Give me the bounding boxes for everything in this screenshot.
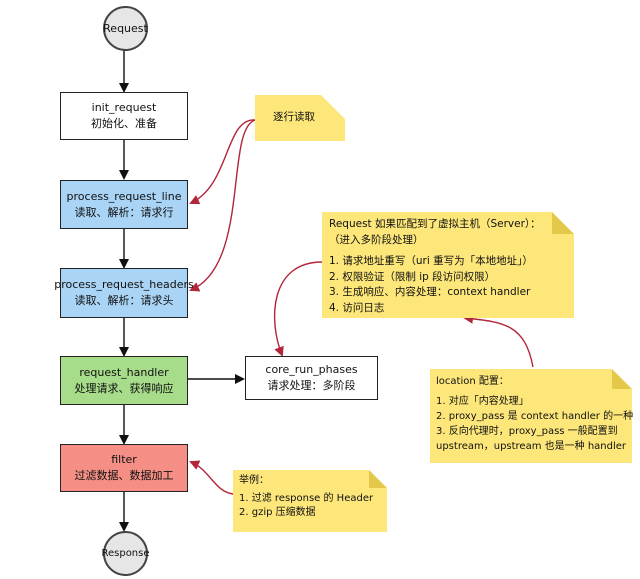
note-line: 2. 权限验证（限制 ip 段访问权限） xyxy=(329,270,496,283)
note-fold-cut xyxy=(552,212,574,234)
box-desc: 处理请求、获得响应 xyxy=(74,381,174,395)
note-line: 4. 访问日志 xyxy=(329,301,385,314)
server-match-note: Request 如果匹配到了虚拟主机（Server）： （进入多阶段处理） 1.… xyxy=(322,212,574,318)
note-line: 1. 过滤 response 的 Header xyxy=(239,493,374,504)
box-desc: 读取、解析：请求行 xyxy=(74,205,174,219)
box-title: init_request xyxy=(91,101,157,114)
box-desc: 初始化、准备 xyxy=(91,117,157,130)
note-line: 1. 请求地址重写（uri 重写为「本地地址」） xyxy=(329,255,533,267)
note-line: upstream，upstream 也是一种 handler xyxy=(436,441,627,452)
note-line: 举例： xyxy=(239,475,269,486)
note-link-arrow xyxy=(189,460,234,495)
note-fold-cut xyxy=(321,95,345,119)
filter-box: filter 过滤数据、数据加工 xyxy=(60,444,188,492)
core-run-phases-box: core_run_phases 请求处理：多阶段 xyxy=(245,356,378,400)
example-note: 举例： 1. 过滤 response 的 Header 2. gzip 压缩数据 xyxy=(233,470,387,532)
request-handler-box: request_handler 处理请求、获得响应 xyxy=(60,356,188,405)
box-desc: 请求处理：多阶段 xyxy=(267,379,356,392)
note-line: 2. proxy_pass 是 context handler 的一种 xyxy=(436,411,634,422)
note-line: Request 如果匹配到了虚拟主机（Server）： xyxy=(329,218,541,230)
response-node: Response xyxy=(101,531,150,576)
init-request-box: init_request 初始化、准备 xyxy=(60,92,188,140)
box-desc: 过滤数据、数据加工 xyxy=(74,469,174,482)
request-node-label: Request xyxy=(103,22,148,35)
note-line: 2. gzip 压缩数据 xyxy=(239,507,316,518)
note-fold-cut xyxy=(369,470,387,488)
note-link-arrow xyxy=(463,313,534,368)
request-node: Request xyxy=(103,6,148,51)
note-line: location 配置： xyxy=(436,376,509,387)
note-link-arrow xyxy=(273,261,323,357)
note-text: 逐行读取 xyxy=(273,111,315,124)
box-title: request_handler xyxy=(79,365,169,379)
note-line: 3. 反向代理时，proxy_pass 一般配置到 xyxy=(436,426,618,437)
response-node-label: Response xyxy=(101,548,150,559)
location-note: location 配置： 1. 对应「内容处理」 2. proxy_pass 是… xyxy=(430,369,634,463)
box-title: core_run_phases xyxy=(265,363,358,376)
note-line: （进入多阶段处理） xyxy=(329,233,424,246)
box-title: process_request_headers xyxy=(54,278,194,291)
process-request-headers-box: process_request_headers 读取、解析：请求头 xyxy=(54,268,194,318)
note-link-arrow xyxy=(189,119,256,292)
box-desc: 读取、解析：请求头 xyxy=(74,294,174,307)
process-request-line-box: process_request_line 读取、解析：请求行 xyxy=(60,180,188,229)
note-link-arrow xyxy=(189,119,256,205)
note-line: 1. 对应「内容处理」 xyxy=(436,396,529,407)
note-line: 3. 生成响应、内容处理：context handler xyxy=(329,286,531,298)
note-fold-cut xyxy=(612,369,632,389)
line-read-note: 逐行读取 xyxy=(255,95,345,141)
box-title: process_request_line xyxy=(66,189,182,203)
box-title: filter xyxy=(111,453,137,466)
